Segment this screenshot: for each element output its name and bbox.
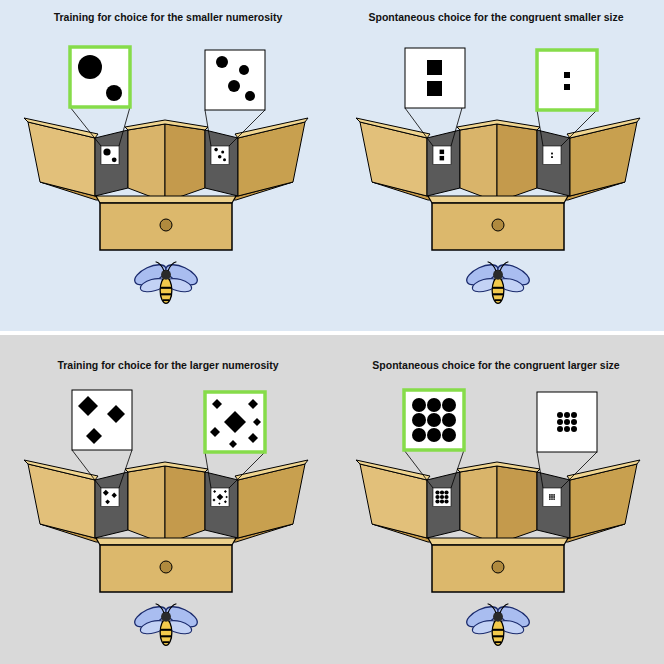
maze-stimulus: [433, 488, 451, 507]
maze-stimulus: [101, 146, 119, 165]
test-smaller-scene: [356, 48, 640, 303]
stimulus-card-rewarded: [70, 47, 130, 107]
zoom-line: [229, 452, 265, 488]
y-maze: [24, 460, 308, 592]
panel-heading: Spontaneous choice for the congruent lar…: [372, 358, 619, 372]
training-smaller-scene: [24, 47, 308, 303]
stimulus-card-rewarded: [205, 392, 265, 452]
top-panel: [0, 0, 664, 331]
zoom-line: [205, 110, 211, 146]
training-larger-scene: [24, 390, 308, 645]
zoom-line: [70, 107, 101, 146]
panel-heading: Training for choice for the larger numer…: [57, 358, 278, 372]
maze-stimulus: [543, 146, 561, 165]
bee-icon: [464, 603, 532, 646]
test-larger-scene: [356, 390, 640, 645]
zoom-line: [451, 108, 462, 146]
maze-stimulus: [543, 488, 561, 507]
zoom-line: [119, 107, 130, 146]
stimulus-card: [205, 50, 265, 110]
zoom-line: [451, 450, 464, 488]
zoom-line: [119, 450, 132, 488]
zoom-line: [405, 108, 433, 146]
zoom-line: [537, 110, 543, 146]
bee-icon: [132, 603, 200, 646]
y-maze: [24, 118, 308, 250]
maze-stimulus: [101, 488, 119, 507]
bee-icon: [464, 261, 532, 304]
bee-icon: [132, 261, 200, 304]
zoom-line: [561, 452, 597, 488]
zoom-line: [229, 110, 265, 146]
maze-stimulus: [211, 146, 229, 165]
stimulus-card-chosen: [537, 50, 597, 110]
stimulus-card: [72, 390, 132, 450]
zoom-line: [205, 452, 211, 488]
panel-heading: Spontaneous choice for the congruent sma…: [369, 10, 624, 24]
maze-stimulus: [211, 488, 229, 507]
panel-heading: Training for choice for the smaller nume…: [54, 10, 283, 24]
stimulus-card: [537, 392, 597, 452]
maze-stimulus: [433, 146, 451, 165]
zoom-line: [537, 452, 543, 488]
stimulus-card-chosen: [404, 390, 464, 450]
bottom-panel: [0, 335, 664, 664]
y-maze: [356, 118, 640, 250]
zoom-line: [72, 450, 101, 488]
stimulus-card: [405, 48, 465, 108]
y-maze: [356, 460, 640, 592]
zoom-line: [561, 110, 597, 146]
zoom-line: [404, 450, 433, 488]
